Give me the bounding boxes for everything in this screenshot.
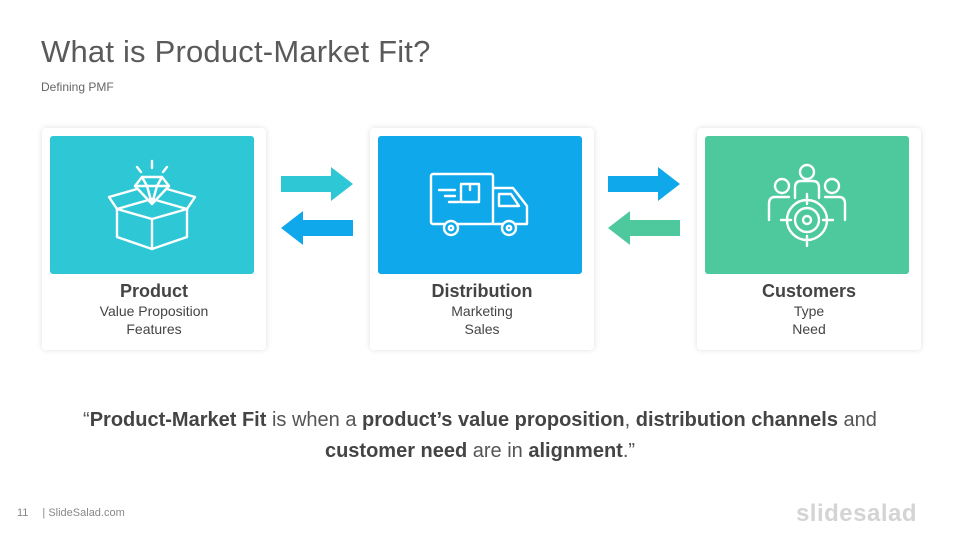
footer: 11 | SlideSalad.com: [17, 507, 125, 519]
slide-title: What is Product-Market Fit?: [41, 34, 431, 69]
slide-subtitle: Defining PMF: [41, 80, 114, 94]
quote-term-alignment: alignment: [528, 440, 623, 462]
quote-close-mark: .”: [622, 440, 636, 462]
card-customers: Customers Type Need: [697, 128, 921, 350]
card-customers-line2: Need: [792, 321, 826, 337]
quote-term-customer-need: customer need: [324, 440, 468, 462]
card-distribution-name: Distribution: [431, 281, 533, 301]
quote-text: are in: [467, 440, 529, 462]
quote-term-distribution: distribution channels: [635, 409, 838, 431]
quote-text: and: [838, 409, 877, 431]
card-customers-name: Customers: [761, 281, 857, 301]
delivery-truck-icon: [429, 172, 529, 237]
arrow-left-icon: [281, 211, 353, 245]
arrow-left-icon: [608, 211, 680, 245]
card-distribution-line2: Sales: [464, 321, 500, 337]
product-tile: [50, 136, 254, 274]
quote-term-value-proposition: product’s value proposition: [362, 409, 625, 431]
target-audience-icon: [767, 163, 847, 248]
footer-site: | SlideSalad.com: [42, 507, 125, 519]
pmf-definition-quote: “Product-Market Fit is when a product’s …: [40, 405, 920, 467]
card-distribution-line1: Marketing: [451, 303, 513, 319]
card-product-line1: Value Proposition: [99, 303, 209, 319]
arrow-right-icon: [281, 167, 353, 201]
card-product: Product Value Proposition Features: [42, 128, 266, 350]
quote-term-pmf: Product-Market Fit: [89, 409, 267, 431]
brand-logo: slidesalad: [795, 500, 917, 527]
quote-open-mark: “: [83, 409, 90, 431]
distribution-tile: [378, 136, 582, 274]
page-number: 11: [17, 507, 29, 519]
customers-tile: [705, 136, 909, 274]
card-product-name: Product: [119, 281, 188, 301]
diamond-box-icon: [107, 159, 197, 251]
card-product-line2: Features: [126, 321, 182, 337]
quote-text: ,: [624, 409, 636, 431]
card-customers-line1: Type: [793, 303, 825, 319]
quote-text: is when a: [266, 409, 363, 431]
card-distribution: Distribution Marketing Sales: [370, 128, 594, 350]
arrow-right-icon: [608, 167, 680, 201]
